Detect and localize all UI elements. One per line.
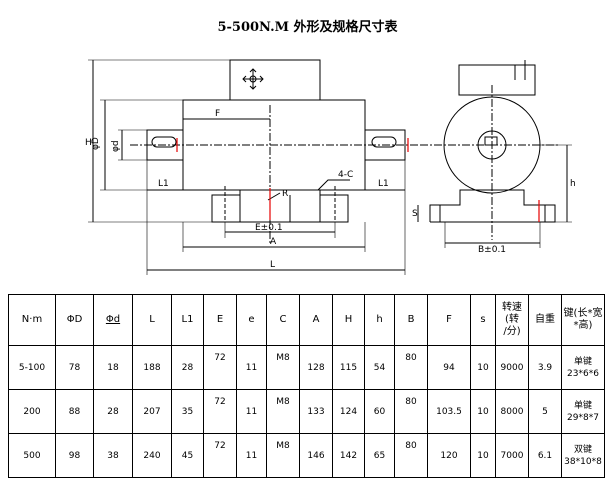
table-cell: 6.1 bbox=[528, 433, 562, 478]
table-cell: 115 bbox=[332, 345, 365, 390]
table-cell: 133 bbox=[299, 389, 333, 434]
table-cell: 78 bbox=[55, 345, 94, 390]
header-cell: Φd bbox=[93, 294, 133, 346]
header-cell: 键(长*宽 *高) bbox=[561, 294, 605, 346]
header-cell: s bbox=[470, 294, 496, 346]
label-h: h bbox=[570, 179, 576, 189]
label-A: A bbox=[270, 237, 277, 247]
header-cell: L1 bbox=[171, 294, 204, 346]
table-cell: 142 bbox=[332, 433, 365, 478]
table-cell: 128 bbox=[299, 345, 333, 390]
table-cell: 10 bbox=[470, 389, 496, 434]
table-cell: 240 bbox=[132, 433, 172, 478]
table-cell: 72 bbox=[203, 389, 237, 434]
table-cell: 5-100 bbox=[8, 345, 56, 390]
table-cell: 80 bbox=[394, 433, 428, 478]
table-cell: 8000 bbox=[495, 389, 529, 434]
label-E: E±0.1 bbox=[255, 223, 283, 233]
table-cell: M8 bbox=[266, 345, 300, 390]
base-block bbox=[239, 189, 321, 223]
drawing-title: 5-500N.M 外形及规格尺寸表 bbox=[217, 20, 398, 35]
table-cell: 11 bbox=[236, 433, 267, 478]
table-cell: 单键 29*8*7 bbox=[561, 389, 605, 434]
table-cell: 双键 38*10*8 bbox=[561, 433, 605, 478]
table-cell: 单键 23*6*6 bbox=[561, 345, 605, 390]
label-L: L bbox=[270, 260, 275, 270]
label-L1-left: L1 bbox=[158, 179, 169, 189]
label-S: S bbox=[412, 209, 418, 219]
table-cell: 72 bbox=[203, 433, 237, 478]
table-cell: 38 bbox=[93, 433, 133, 478]
table-cell: 200 bbox=[8, 389, 56, 434]
table-cell: 11 bbox=[236, 345, 267, 390]
header-cell: ΦD bbox=[55, 294, 94, 346]
label-4C: 4-C bbox=[338, 170, 353, 180]
table-cell: 60 bbox=[364, 389, 395, 434]
label-H: H bbox=[85, 138, 92, 148]
table-cell: 146 bbox=[299, 433, 333, 478]
header-cell: B bbox=[394, 294, 428, 346]
table-cell: 80 bbox=[394, 345, 428, 390]
header-cell: E bbox=[203, 294, 237, 346]
spec-table: N·m ΦD Φd L L1 E e C A H h B F s 转速 (转 /… bbox=[8, 294, 605, 478]
table-cell: 72 bbox=[203, 345, 237, 390]
header-cell: 自重 bbox=[528, 294, 562, 346]
table-cell: 28 bbox=[171, 345, 204, 390]
table-cell: 65 bbox=[364, 433, 395, 478]
table-cell: 54 bbox=[364, 345, 395, 390]
table-cell: 124 bbox=[332, 389, 365, 434]
technical-drawing: H φD φd F L1 L1 4-C R E±0.1 A L S h B±0.… bbox=[85, 59, 576, 275]
table-cell: 88 bbox=[55, 389, 94, 434]
table-cell: 5 bbox=[528, 389, 562, 434]
table-cell: 10 bbox=[470, 433, 496, 478]
label-B: B±0.1 bbox=[478, 245, 506, 255]
table-header-row: N·m ΦD Φd L L1 E e C A H h B F s 转速 (转 /… bbox=[8, 294, 605, 346]
label-R: R bbox=[282, 189, 288, 199]
table-cell: 11 bbox=[236, 389, 267, 434]
table-cell: 120 bbox=[427, 433, 471, 478]
table-cell: 103.5 bbox=[427, 389, 471, 434]
header-cell: h bbox=[364, 294, 395, 346]
table-cell: M8 bbox=[266, 433, 300, 478]
header-cell: A bbox=[299, 294, 333, 346]
table-cell: 98 bbox=[55, 433, 94, 478]
header-cell: L bbox=[132, 294, 172, 346]
label-F: F bbox=[215, 109, 220, 119]
table-cell: 3.9 bbox=[528, 345, 562, 390]
header-cell: 转速 (转 /分) bbox=[495, 294, 529, 346]
table-cell: 80 bbox=[394, 389, 428, 434]
label-phid: φd bbox=[111, 140, 121, 152]
table-cell: 18 bbox=[93, 345, 133, 390]
side-view-top bbox=[458, 64, 536, 96]
label-L1-right: L1 bbox=[378, 179, 389, 189]
table-cell: 45 bbox=[171, 433, 204, 478]
header-cell: N·m bbox=[8, 294, 56, 346]
table-cell: M8 bbox=[266, 389, 300, 434]
label-phiD: φD bbox=[91, 137, 101, 150]
table-cell: 10 bbox=[470, 345, 496, 390]
table-cell: 500 bbox=[8, 433, 56, 478]
table-cell: 35 bbox=[171, 389, 204, 434]
table-cell: 188 bbox=[132, 345, 172, 390]
table-cell: 7000 bbox=[495, 433, 529, 478]
header-cell: H bbox=[332, 294, 365, 346]
table-cell: 94 bbox=[427, 345, 471, 390]
header-cell: C bbox=[266, 294, 300, 346]
header-cell: F bbox=[427, 294, 471, 346]
table-cell: 207 bbox=[132, 389, 172, 434]
table-cell: 28 bbox=[93, 389, 133, 434]
header-cell: e bbox=[236, 294, 267, 346]
table-cell: 9000 bbox=[495, 345, 529, 390]
